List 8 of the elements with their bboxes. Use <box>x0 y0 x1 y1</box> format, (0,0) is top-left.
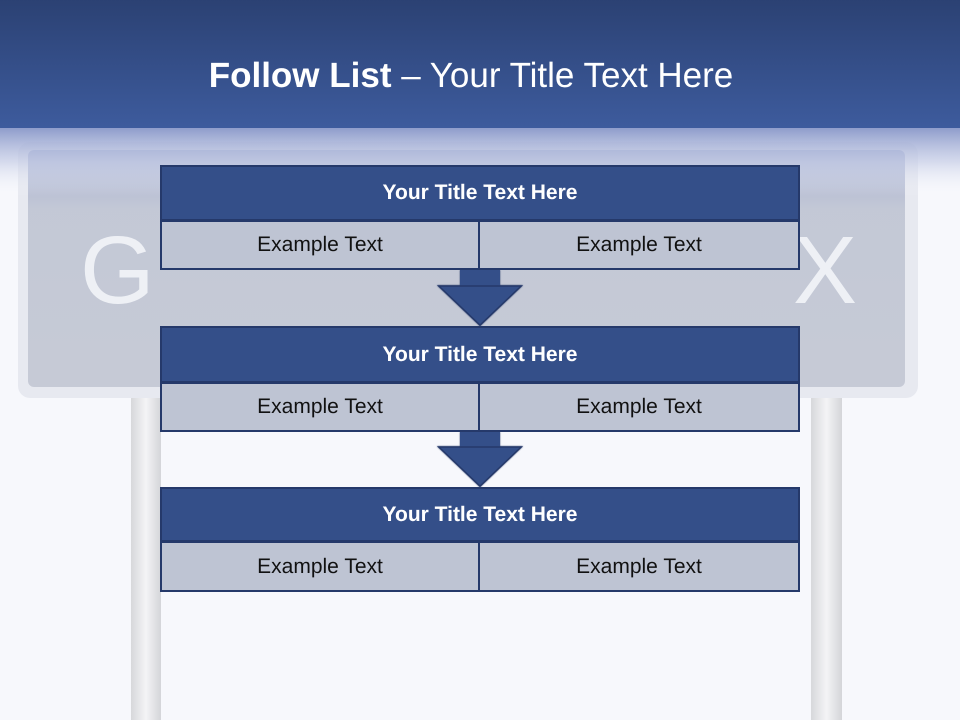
step-panel <box>160 326 800 432</box>
block-arrow <box>438 432 522 487</box>
heading-bar: Your Title Text Here <box>162 167 798 222</box>
block-arrow <box>438 270 522 326</box>
heading-bar: Your Title Text Here <box>162 328 798 384</box>
step-panel <box>160 487 800 592</box>
heading-bar: Your Title Text Here <box>162 489 798 543</box>
slide-title: Follow List – Your Title Text Here <box>208 55 734 97</box>
